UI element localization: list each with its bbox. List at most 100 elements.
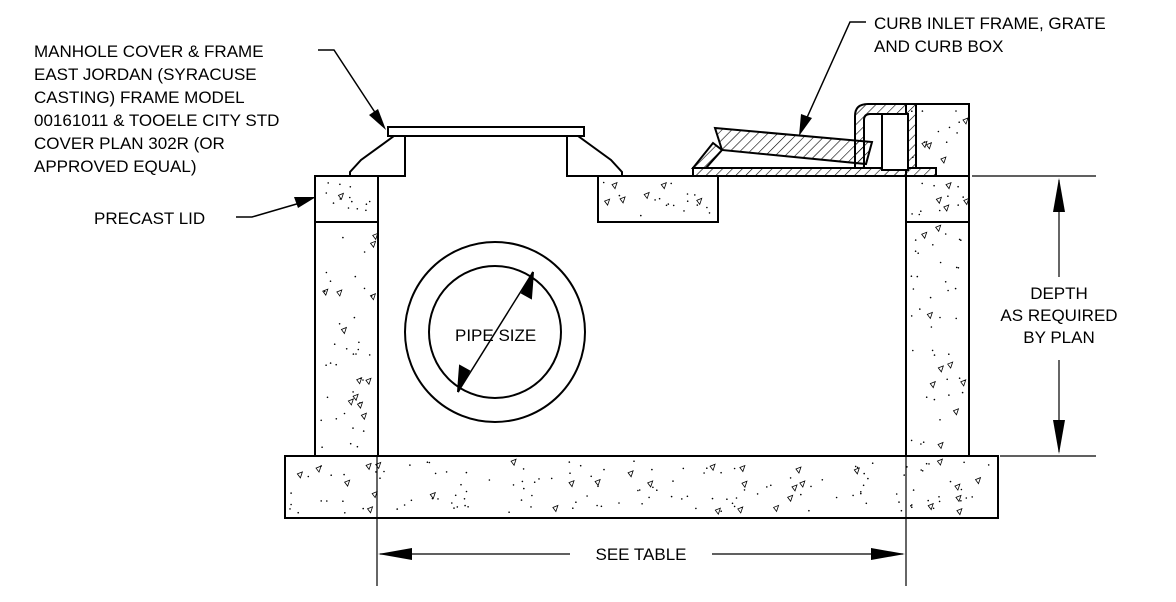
concrete-speck <box>965 497 968 499</box>
concrete-speck <box>955 317 957 320</box>
concrete-speck <box>865 502 868 505</box>
concrete-speck <box>363 251 366 253</box>
concrete-speck <box>357 348 360 351</box>
concrete-speck <box>947 195 949 197</box>
concrete-aggregate <box>935 196 943 205</box>
concrete-aggregate <box>772 504 780 513</box>
concrete-speck <box>338 323 341 325</box>
manhole-leader-arrow <box>369 109 386 130</box>
concrete-speck <box>465 471 468 474</box>
concrete-speck <box>572 507 574 510</box>
concrete-aggregate <box>344 479 351 488</box>
concrete-speck <box>403 504 406 506</box>
concrete-aggregate <box>611 181 618 190</box>
concrete-speck <box>912 349 914 352</box>
concrete-speck <box>365 209 367 212</box>
grate-wedge <box>713 126 874 166</box>
concrete-speck <box>363 287 366 290</box>
concrete-speck <box>933 398 936 401</box>
concrete-speck <box>431 497 434 500</box>
concrete-speck <box>743 489 746 491</box>
pipe-size-label: PIPE SIZE <box>455 326 536 345</box>
curb-inlet-frame <box>690 103 937 177</box>
concrete-speck <box>918 213 921 216</box>
concrete-aggregate <box>366 506 374 514</box>
concrete-speck <box>327 182 330 184</box>
concrete-speck <box>325 192 328 194</box>
concrete-speck <box>521 480 524 483</box>
concrete-speck <box>667 203 670 205</box>
concrete-speck <box>947 289 949 292</box>
concrete-speck <box>290 492 292 494</box>
concrete-speck <box>955 266 958 269</box>
concrete-speck <box>960 500 962 502</box>
concrete-speck <box>939 316 941 319</box>
left-lid-segment <box>314 175 379 223</box>
concrete-aggregate <box>352 393 359 402</box>
concrete-speck <box>434 472 437 475</box>
concrete-aggregate <box>660 181 667 190</box>
concrete-speck <box>928 463 930 465</box>
concrete-aggregate <box>315 465 322 473</box>
concrete-aggregate <box>647 480 654 488</box>
concrete-speck <box>810 485 812 488</box>
manhole-callout-line-5: COVER PLAN 302R (OR <box>34 134 225 153</box>
concrete-speck <box>726 498 728 501</box>
concrete-speck <box>912 489 915 491</box>
concrete-speck <box>326 396 329 399</box>
concrete-speck <box>789 477 792 479</box>
concrete-speck <box>960 488 963 491</box>
concrete-aggregate <box>603 198 611 207</box>
concrete-speck <box>920 210 922 212</box>
concrete-aggregate <box>619 196 626 204</box>
concrete-speck <box>958 238 961 241</box>
concrete-speck <box>863 472 865 475</box>
manhole-frame <box>349 126 623 177</box>
concrete-aggregate <box>947 361 954 369</box>
concrete-aggregate <box>974 476 982 485</box>
concrete-speck <box>871 462 874 465</box>
concrete-speck <box>920 469 922 471</box>
concrete-speck <box>954 287 957 290</box>
curb-box-plate <box>881 113 909 171</box>
concrete-speck <box>683 210 685 212</box>
concrete-speck <box>922 441 925 444</box>
concrete-speck <box>938 496 940 498</box>
concrete-speck <box>682 467 685 470</box>
precast-lid-callout: PRECAST LID <box>94 197 316 228</box>
concrete-speck <box>720 471 722 474</box>
concrete-speck <box>930 326 933 328</box>
concrete-speck <box>733 467 736 470</box>
concrete-aggregate <box>737 506 744 514</box>
concrete-aggregate <box>960 379 967 387</box>
concrete-speck <box>835 496 838 499</box>
concrete-speck <box>307 475 310 478</box>
concrete-speck <box>465 490 468 493</box>
concrete-aggregate <box>795 466 802 474</box>
concrete-speck <box>867 477 869 480</box>
concrete-speck <box>910 439 913 442</box>
concrete-speck <box>368 200 371 203</box>
depth-dimension <box>972 175 1096 457</box>
concrete-speck <box>854 465 857 468</box>
concrete-aggregate <box>510 458 517 467</box>
concrete-speck <box>903 474 905 476</box>
concrete-aggregate <box>296 471 304 479</box>
concrete-speck <box>370 295 373 297</box>
concrete-aggregate <box>340 326 348 335</box>
concrete-speck <box>351 200 353 203</box>
concrete-speck <box>365 203 368 205</box>
concrete-speck <box>911 506 913 509</box>
concrete-speck <box>912 288 915 290</box>
concrete-speck <box>520 499 523 501</box>
concrete-speck <box>948 126 951 129</box>
manhole-callout-line-4: 00161011 & TOOELE CITY STD <box>34 111 279 130</box>
concrete-speck <box>946 378 948 381</box>
concrete-aggregate <box>940 156 947 164</box>
concrete-speck <box>569 472 571 475</box>
concrete-speck <box>916 275 919 278</box>
concrete-speck <box>932 244 934 246</box>
concrete-speck <box>921 182 923 185</box>
concrete-stipple <box>289 110 990 516</box>
concrete-speck <box>342 236 344 239</box>
